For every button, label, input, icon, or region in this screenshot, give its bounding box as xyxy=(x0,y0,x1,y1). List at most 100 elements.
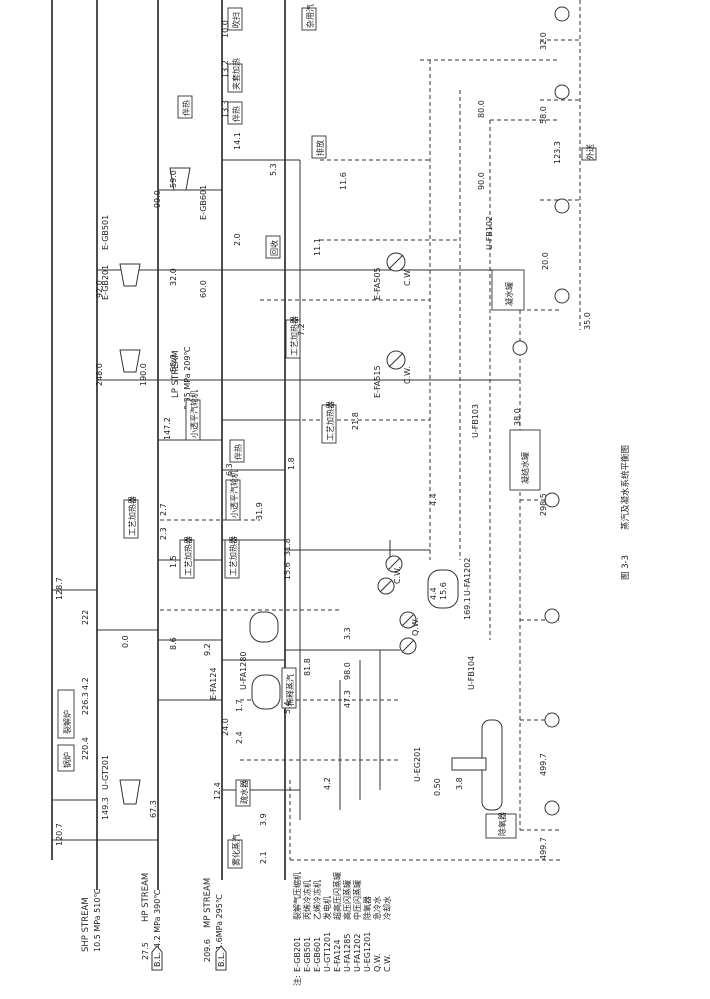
svg-text:凝结水罐: 凝结水罐 xyxy=(520,452,530,484)
lp-condition-label: 0.35 MPa 209℃ xyxy=(183,347,192,410)
pump-5 xyxy=(512,340,528,356)
svg-text:U-GT1201: U-GT1201 xyxy=(323,932,332,972)
svg-text:24.0: 24.0 xyxy=(221,718,230,736)
box-tracing-3: 伴热 xyxy=(229,439,245,463)
tag-fb103: U-FB103 xyxy=(471,404,480,438)
svg-text:31.9: 31.9 xyxy=(255,502,264,520)
pump-2 xyxy=(554,84,570,100)
box-atomize-steam: 雾化蒸汽 xyxy=(227,834,243,869)
exchanger-fa505 xyxy=(386,252,406,272)
svg-text:1.5: 1.5 xyxy=(169,555,178,568)
svg-text:E-GB501: E-GB501 xyxy=(303,937,312,972)
mp-header: 209.6 MP STREAM 1.6MPa 295℃ xyxy=(157,0,224,962)
svg-text:排放: 排放 xyxy=(315,140,325,156)
label-cw-2: C.W. xyxy=(403,366,412,384)
svg-text:工艺加热器: 工艺加热器 xyxy=(183,536,193,576)
svg-text:92.0: 92.0 xyxy=(95,280,104,298)
figure-caption: 图 3-3 蒸汽及凝水系统平衡图 xyxy=(620,445,631,580)
hp-stream-label: HP STREAM xyxy=(141,873,151,922)
tag-fa505: E-FA505 xyxy=(373,267,382,300)
bl-arrow-mp: B.L. xyxy=(215,945,227,971)
svg-text:499.7: 499.7 xyxy=(539,753,548,776)
box-cond-tank-2: 凝结水罐 xyxy=(509,429,541,491)
svg-text:13.2: 13.2 xyxy=(221,60,230,78)
mp-condition-label: 1.6MPa 295℃ xyxy=(215,894,224,950)
svg-text:0.50: 0.50 xyxy=(433,778,442,796)
svg-text:工艺加热器: 工艺加热器 xyxy=(289,316,299,356)
tag-gt201: U-GT201 xyxy=(101,755,110,790)
flow-values: 128.7 222 220.4 226.3 4.2 0.0 8.6 9.2 2.… xyxy=(55,20,592,864)
svg-text:8.6: 8.6 xyxy=(169,637,178,650)
svg-text:5.3: 5.3 xyxy=(269,163,278,176)
svg-text:吹扫: 吹扫 xyxy=(231,12,241,28)
svg-text:C.W.: C.W. xyxy=(383,954,392,972)
svg-text:凝水罐: 凝水罐 xyxy=(504,282,514,306)
tag-fb102: U-FB102 xyxy=(485,216,494,250)
svg-text:发电机: 发电机 xyxy=(322,896,332,920)
svg-text:11.1: 11.1 xyxy=(313,238,322,256)
hp-header: 27.5 HP STREAM 4.2 MPa 390℃ xyxy=(96,0,162,960)
svg-text:2.4: 2.4 xyxy=(235,731,244,744)
svg-text:4.2: 4.2 xyxy=(81,677,90,690)
svg-text:5.4: 5.4 xyxy=(283,701,292,714)
svg-text:99.0: 99.0 xyxy=(153,190,162,208)
box-process-heater-3: 工艺加热器 xyxy=(224,536,240,579)
svg-text:190.0: 190.0 xyxy=(139,363,148,386)
svg-text:2.7: 2.7 xyxy=(159,503,168,516)
svg-text:E-FA124: E-FA124 xyxy=(333,939,342,972)
svg-text:1.7: 1.7 xyxy=(235,699,244,712)
svg-text:58.0: 58.0 xyxy=(539,106,548,124)
svg-text:小透平汽轮机: 小透平汽轮机 xyxy=(189,390,199,438)
svg-text:U-FA1285: U-FA1285 xyxy=(343,934,352,972)
label-cw-3: C.W. xyxy=(393,566,402,584)
shp-stream-label: SHP STREAM xyxy=(81,897,91,952)
svg-text:32.0: 32.0 xyxy=(169,268,178,286)
svg-text:67.3: 67.3 xyxy=(149,800,158,818)
piping xyxy=(52,0,581,861)
svg-text:2.0: 2.0 xyxy=(233,233,242,246)
lp-stream-label: LP STREAM xyxy=(171,350,181,398)
caption-number: 图 3-3 xyxy=(621,555,631,580)
svg-text:13.3: 13.3 xyxy=(221,100,230,118)
svg-text:冷却水: 冷却水 xyxy=(382,896,392,920)
pump-7 xyxy=(544,608,560,624)
svg-text:10.0: 10.0 xyxy=(221,20,230,38)
turbine-gb601 xyxy=(169,167,191,191)
svg-text:120.7: 120.7 xyxy=(55,823,64,846)
svg-text:4.4: 4.4 xyxy=(429,493,438,506)
vessel-fa202 xyxy=(427,569,459,609)
svg-text:222: 222 xyxy=(81,610,90,625)
svg-text:98.0: 98.0 xyxy=(343,662,352,680)
box-small-turbine-2: 小透平汽轮机 xyxy=(225,470,241,521)
svg-text:35.0: 35.0 xyxy=(583,312,592,330)
svg-text:裂解气压缩机: 裂解气压缩机 xyxy=(292,872,302,920)
svg-text:急冷水: 急冷水 xyxy=(372,896,382,920)
vessel-fa1280 xyxy=(249,611,279,643)
box-boiler: 锅炉 xyxy=(57,744,75,772)
svg-text:59.0: 59.0 xyxy=(169,170,178,188)
svg-text:除氧器: 除氧器 xyxy=(362,896,372,920)
svg-text:伴热: 伴热 xyxy=(181,100,191,116)
box-tracing-2: 伴热 xyxy=(227,101,243,125)
box-process-heater-1: 工艺加热器 xyxy=(123,496,139,539)
tag-fa124: E-FA124 xyxy=(209,667,218,700)
pump-9 xyxy=(544,800,560,816)
exchanger-3 xyxy=(399,611,417,629)
svg-text:58.0: 58.0 xyxy=(169,354,178,372)
tag-fa515: E-FA515 xyxy=(373,365,382,398)
box-purge: 吹扫 xyxy=(227,7,243,31)
hp-flow-label: 27.5 xyxy=(141,942,150,960)
tag-fa1280: U-FA1280 xyxy=(239,652,248,690)
svg-text:Q.W.: Q.W. xyxy=(373,954,382,972)
box-process-heater-4: 工艺加热器 xyxy=(285,316,301,359)
box-cracking-furnace: 裂解炉 xyxy=(57,689,75,739)
vessel-eg201 xyxy=(451,719,503,811)
svg-text:U-EG1201: U-EG1201 xyxy=(363,932,372,972)
box-misc-steam: 杂用汽 xyxy=(301,4,317,31)
bl-arrow-hp: B.L. xyxy=(151,945,163,971)
box-condensate-tank: 凝水罐 xyxy=(491,269,525,311)
svg-text:4.4: 4.4 xyxy=(429,587,438,600)
svg-text:81.8: 81.8 xyxy=(303,658,312,676)
svg-text:14.1: 14.1 xyxy=(233,132,242,150)
svg-text:4.2: 4.2 xyxy=(323,777,332,790)
